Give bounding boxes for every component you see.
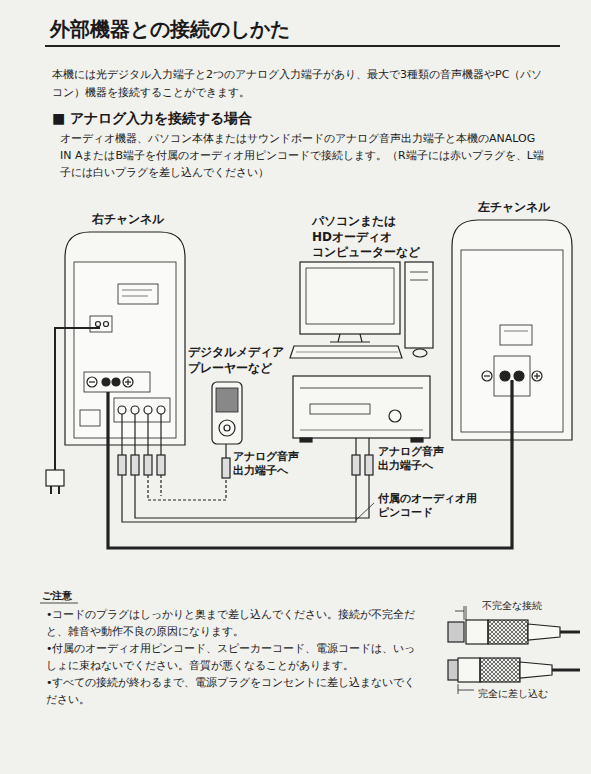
channel-label: 右チャンネル [92,210,164,228]
section-heading: ■ アナログ入力を接続する場合 [52,108,252,129]
intro-text: 本機には光デジタル入力端子と2つのアナログ入力端子があり、最大で3種類の音声機器… [52,66,550,101]
caution-item: •コードのプラグはしっかりと奥まで差し込んでください。接続が不完全だと、雑音や動… [46,606,421,640]
caution-heading: ご注意 [42,588,72,603]
channel-label: 左チャンネル [478,198,550,216]
page-title: 外部機器との接続のしかた [50,14,290,44]
plug-label: 完全に差し込む [478,686,548,701]
section-text: オーディオ機器、パソコン本体またはサウンドボードのアナログ音声出力端子と本機のA… [60,130,550,181]
device-label: デジタルメディア プレーヤーなど [188,345,292,376]
cord-label: 付属のオーディオ用 ピンコード [378,492,498,521]
caution-item: •すべての接続が終わるまで、電源プラグをコンセントに差し込まないでください。 [46,674,421,708]
device-label: パソコンまたは HDオーディオ コンピューターなど [312,214,432,261]
output-label: アナログ音声 出力端子へ [233,450,313,479]
plug-label: 不完全な接続 [482,598,542,613]
output-label: アナログ音声 出力端子へ [378,445,458,474]
caution-item: •付属のオーディオ用ピンコード、スピーカーコード、電源コードは、いっしょに束ねな… [46,640,421,674]
